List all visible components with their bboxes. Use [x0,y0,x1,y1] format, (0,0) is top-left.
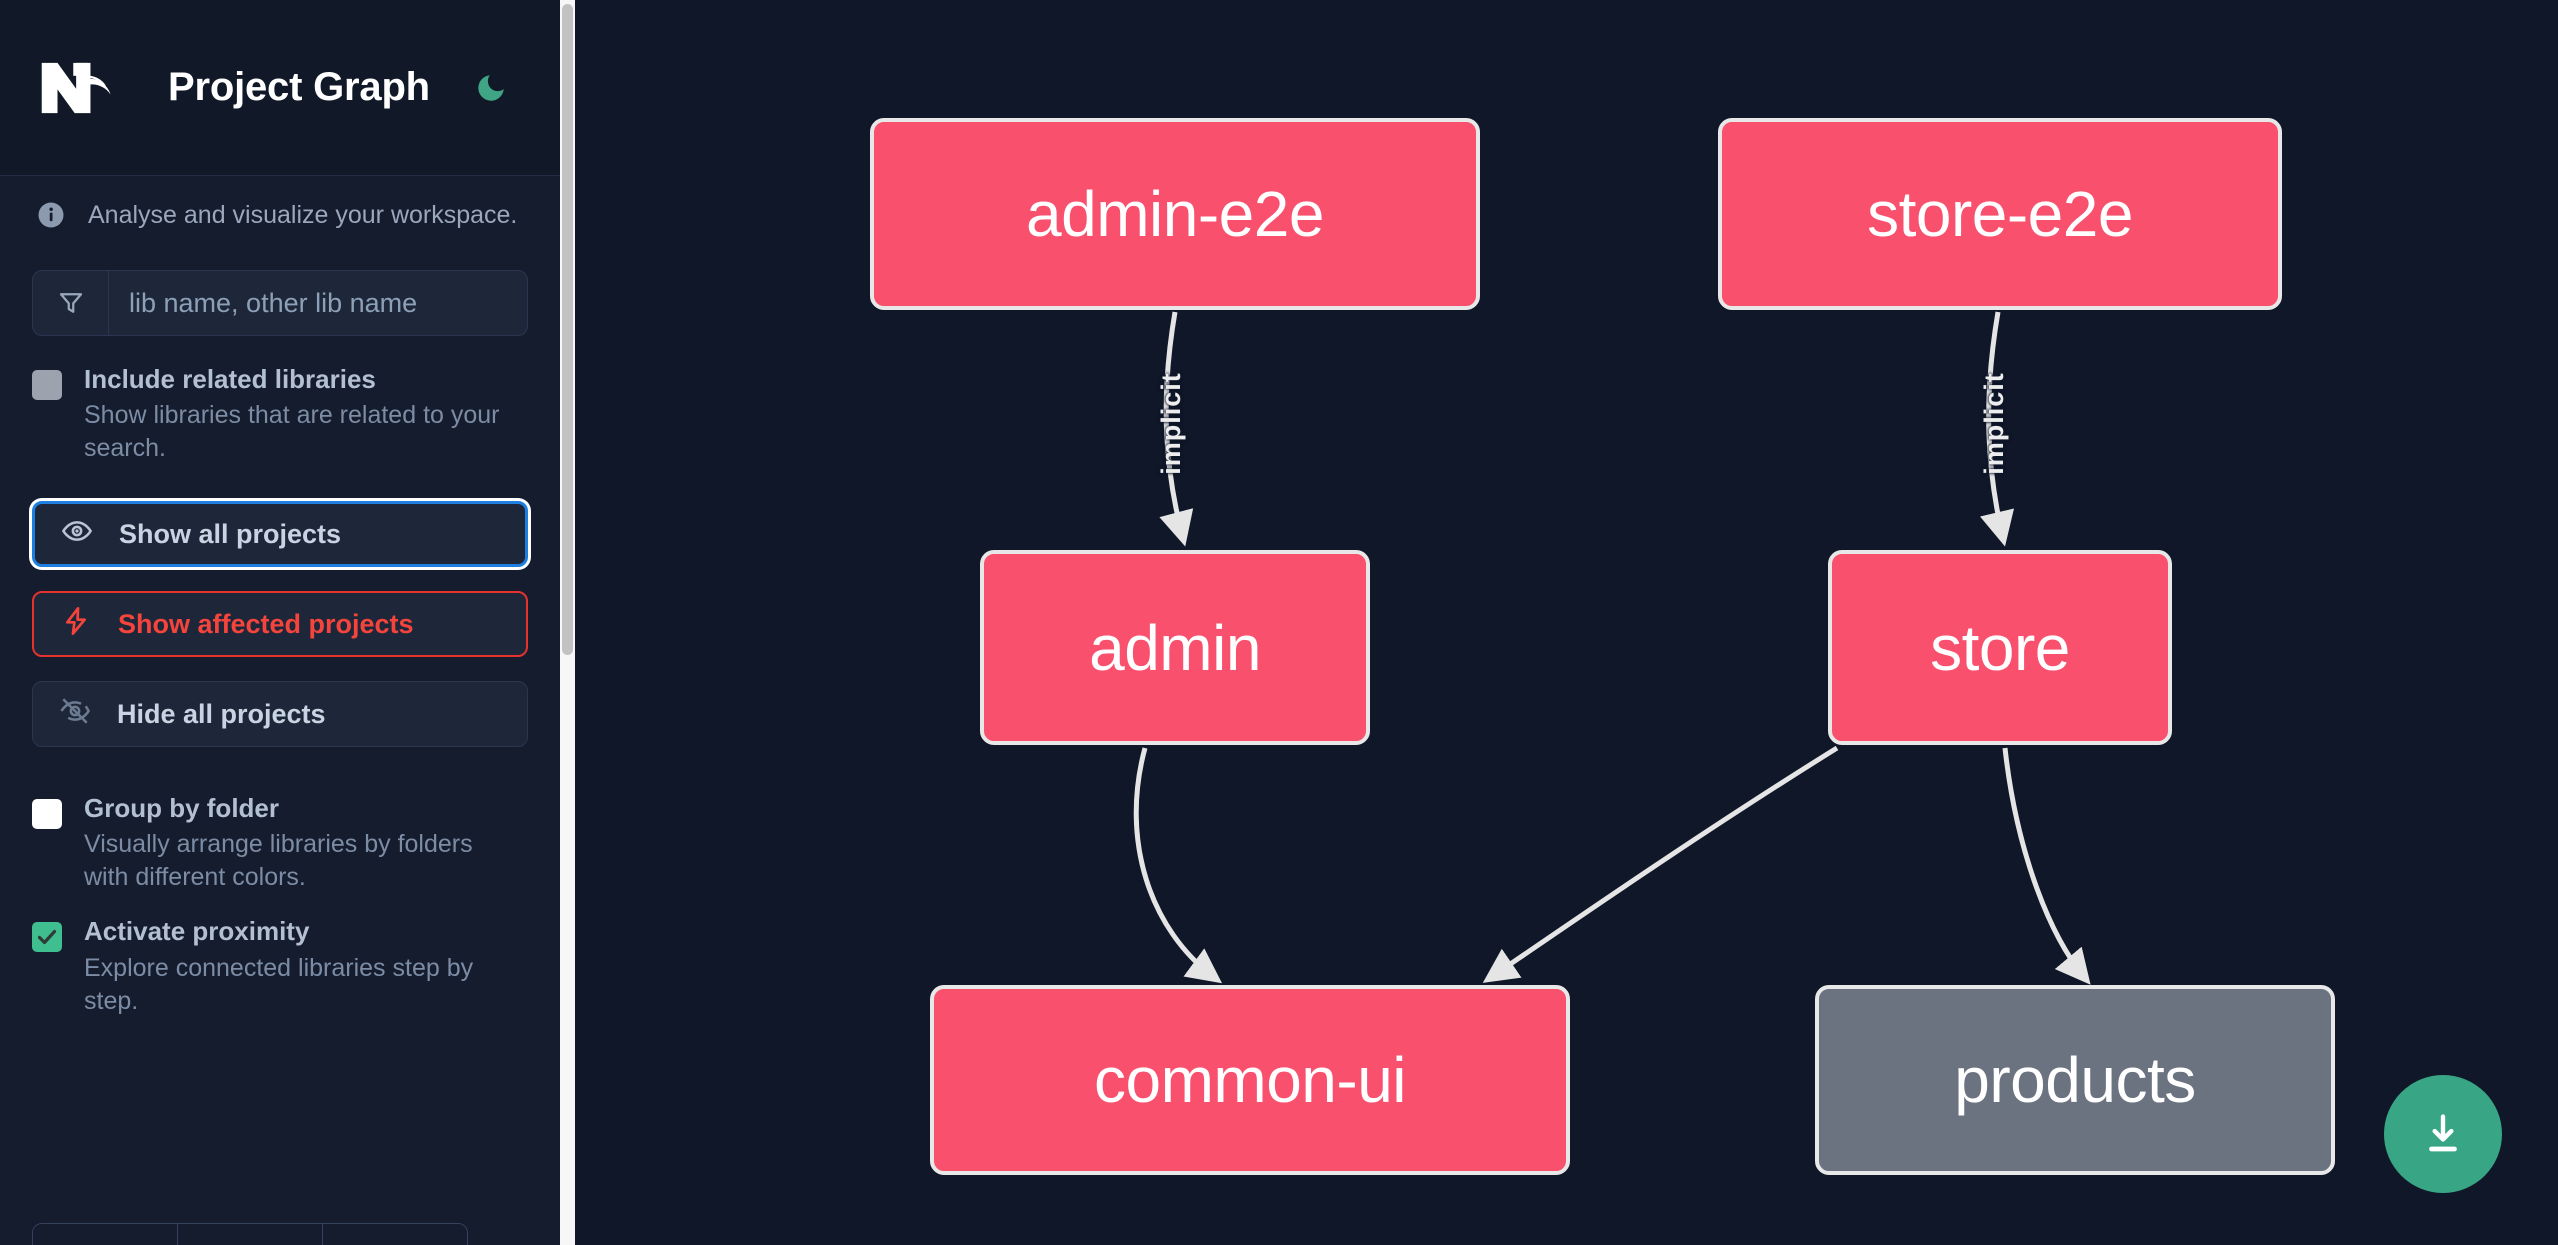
edge-store-common-ui [1482,745,1839,983]
edge-admin-common-ui [1133,747,1223,984]
edge-admin-e2e-admin [1159,311,1194,547]
segment-1[interactable] [33,1224,178,1245]
sidebar-scrollbar-track[interactable] [560,0,575,1245]
option-group-by-folder[interactable]: Group by folder Visually arrange librari… [0,771,560,894]
graph-node-label: products [1954,1044,2196,1116]
graph-node-label: admin [1089,611,1261,684]
project-graph-canvas[interactable]: admin-e2e store-e2e admin store common-u… [575,0,2558,1245]
download-image-button[interactable] [2384,1075,2502,1193]
page-title: Project Graph [168,65,430,109]
graph-node-admin-e2e[interactable]: admin-e2e [870,118,1480,310]
option-include-related-libraries[interactable]: Include related libraries Show libraries… [0,336,560,465]
option-activate-proximity[interactable]: Activate proximity Explore connected lib… [0,894,560,1017]
graph-node-products[interactable]: products [1815,985,2335,1175]
eye-icon [61,515,93,554]
graph-node-common-ui[interactable]: common-ui [930,985,1570,1175]
edge-store-e2e-store [1979,311,2015,547]
segment-2[interactable] [178,1224,323,1245]
project-visibility-buttons: Show all projects Show affected projects [0,465,560,748]
moon-icon[interactable] [468,65,514,111]
download-icon [2429,1114,2457,1152]
edge-store-products [2002,747,2091,985]
sidebar-header: Project Graph [0,0,560,176]
filter-icon [33,271,109,335]
graph-node-store-e2e[interactable]: store-e2e [1718,118,2282,310]
search-input[interactable] [109,271,527,335]
sidebar-scrollbar-thumb[interactable] [562,4,573,655]
workspace-info-text: Analyse and visualize your workspace. [88,200,518,229]
show-affected-projects-button[interactable]: Show affected projects [32,591,528,658]
include-related-libraries-label: Include related libraries [84,364,376,394]
graph-node-label: admin-e2e [1026,178,1324,250]
group-by-folder-checkbox[interactable] [32,799,62,830]
eye-off-icon [59,695,91,734]
graph-edges [1133,311,2091,985]
segmented-control[interactable] [32,1223,468,1245]
graph-node-store[interactable]: store [1828,550,2172,745]
group-by-folder-description: Visually arrange libraries by folders wi… [84,830,473,892]
show-all-projects-button[interactable]: Show all projects [32,501,528,568]
segment-3[interactable] [323,1224,467,1245]
graph-node-label: common-ui [1093,1044,1407,1116]
lightning-icon [60,605,92,644]
hide-all-projects-button[interactable]: Hide all projects [32,681,528,748]
sidebar: Project Graph Analyse and visualize your… [0,0,560,1245]
graph-node-label: store [1930,611,2070,684]
group-by-folder-label: Group by folder [84,793,279,824]
graph-node-admin[interactable]: admin [980,550,1370,745]
hide-all-projects-label: Hide all projects [117,698,326,729]
search-field[interactable] [32,270,528,336]
activate-proximity-description: Explore connected libraries step by step… [84,953,474,1015]
graph-node-label: store-e2e [1867,178,2133,250]
activate-proximity-checkbox[interactable] [32,922,62,953]
nx-logo [36,57,122,119]
workspace-info: Analyse and visualize your workspace. [0,176,560,258]
edge-label-implicit-admin: implicit [1155,372,1186,475]
include-related-libraries-description: Show libraries that are related to your … [84,401,500,463]
show-all-projects-label: Show all projects [119,518,342,549]
activate-proximity-label: Activate proximity [84,916,310,947]
show-affected-projects-label: Show affected projects [118,608,414,639]
info-icon [36,200,66,230]
edge-label-implicit-store: implicit [1978,372,2009,475]
include-related-libraries-checkbox[interactable] [32,370,62,400]
